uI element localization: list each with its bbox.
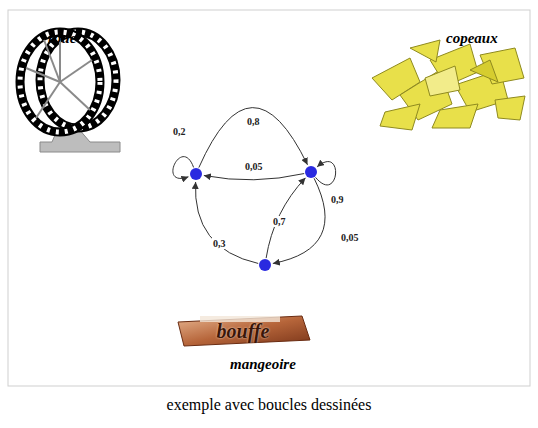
probability-label: 0,05	[244, 161, 264, 172]
transition-arrow	[199, 108, 308, 168]
transition-arrow	[195, 182, 258, 263]
state-heading: roue	[48, 30, 76, 47]
transition-arrow	[266, 178, 305, 258]
probability-label: 0,3	[212, 238, 227, 249]
state-heading: mangeoire	[230, 356, 296, 373]
transition-arrow	[315, 162, 335, 185]
transition-arrow	[204, 174, 304, 180]
figure-caption: exemple avec boucles dessinées	[167, 396, 372, 414]
probability-label: 0,9	[330, 194, 345, 205]
feeder-sign: bouffe	[217, 320, 270, 343]
feeder-picture	[178, 316, 310, 346]
transition-arrow	[273, 178, 325, 263]
probability-label: 0,7	[272, 216, 287, 227]
chips-state: copeaux	[305, 166, 317, 178]
feeder-state: mangeoire	[259, 259, 271, 271]
frame	[8, 10, 530, 386]
probability-label: 0,05	[340, 232, 360, 243]
probability-label: 0,8	[246, 116, 261, 127]
wood-chips-picture	[372, 40, 525, 130]
probability-label: 0,2	[172, 126, 187, 137]
state-heading: copeaux	[446, 30, 498, 47]
wheel-state: roue	[190, 168, 202, 180]
wheel-picture	[20, 32, 120, 152]
